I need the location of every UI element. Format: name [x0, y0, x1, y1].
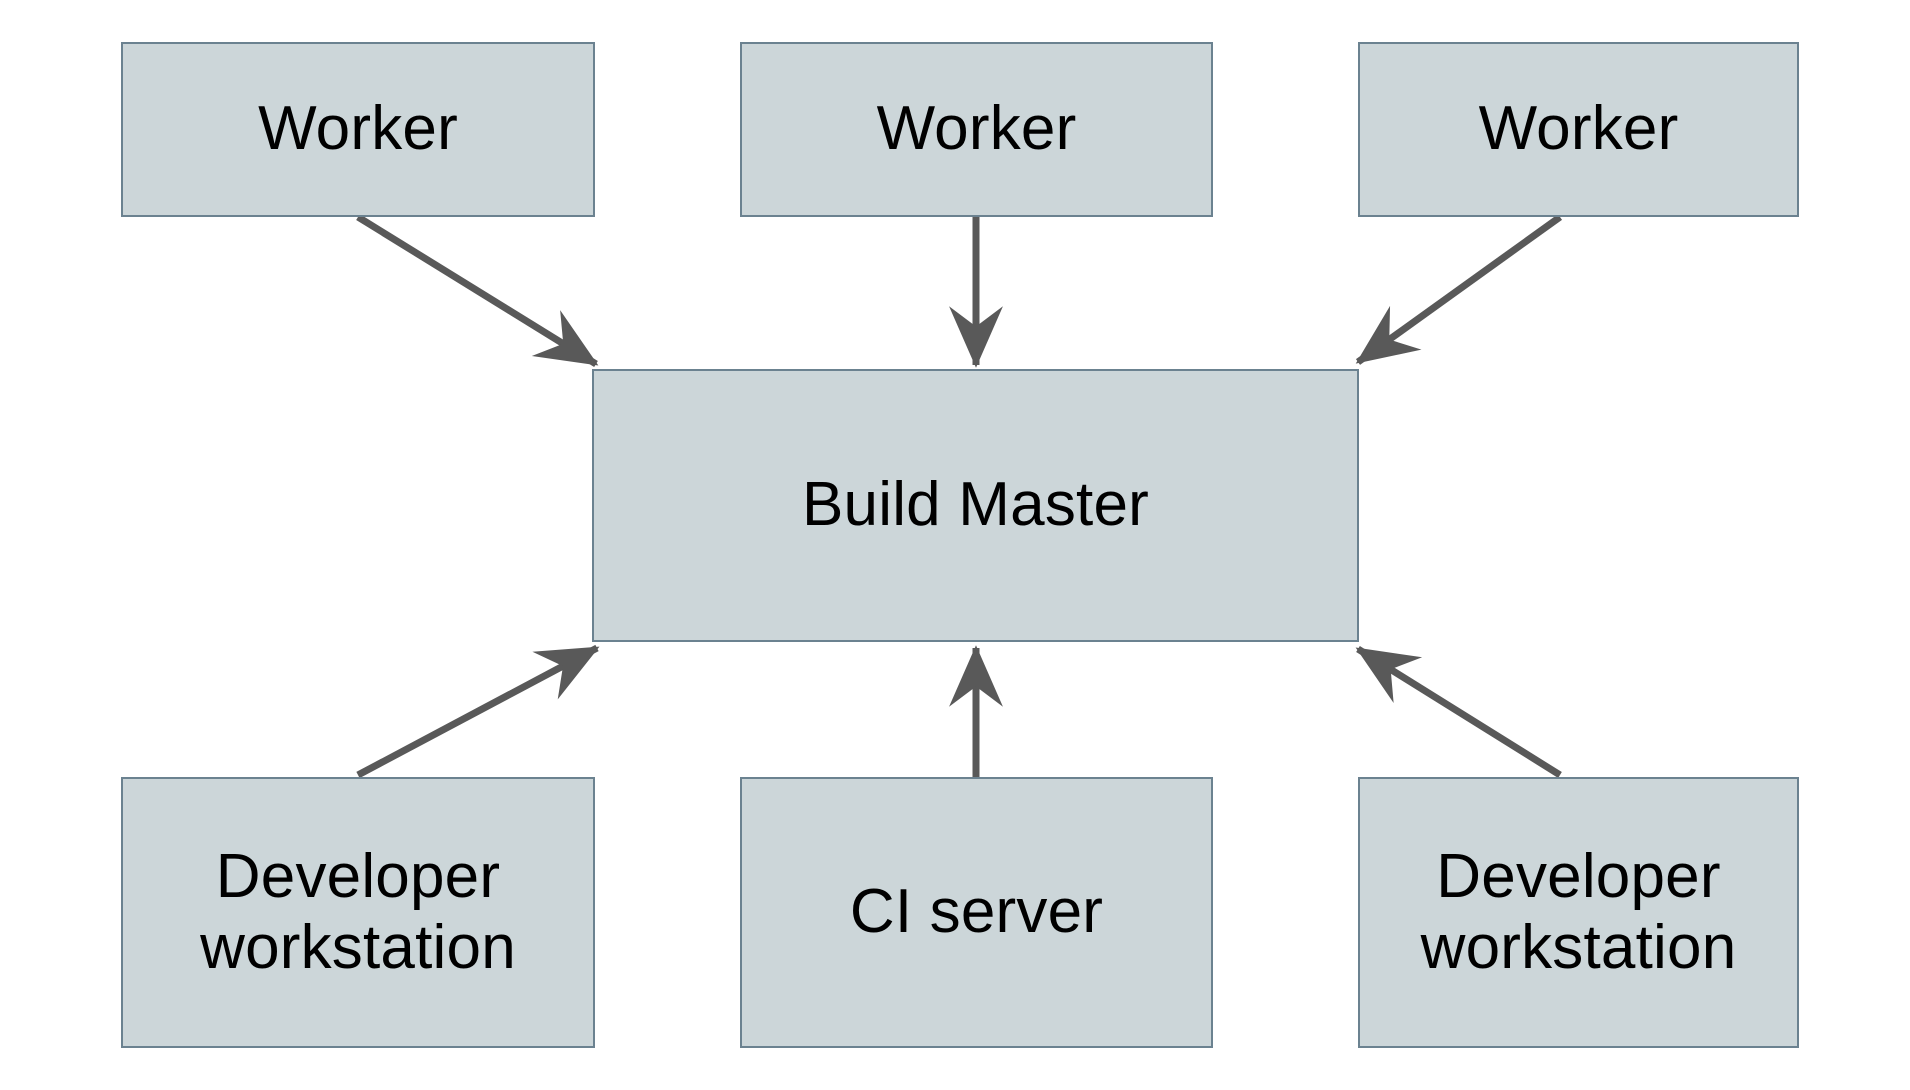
node-worker-2[interactable]: Worker — [740, 42, 1213, 217]
node-worker-1[interactable]: Worker — [121, 42, 595, 217]
node-build-master[interactable]: Build Master — [592, 369, 1359, 642]
node-label: Worker — [876, 94, 1077, 164]
node-label: Build Master — [802, 470, 1149, 540]
node-label: CI server — [849, 877, 1104, 947]
node-label: Developer workstation — [1420, 841, 1737, 982]
node-dev-workstation-2[interactable]: Developer workstation — [1358, 777, 1799, 1048]
node-label: Worker — [258, 94, 458, 164]
node-dev-workstation-1[interactable]: Developer workstation — [121, 777, 595, 1048]
node-worker-3[interactable]: Worker — [1358, 42, 1799, 217]
node-label: Developer workstation — [200, 841, 516, 982]
node-ci-server[interactable]: CI server — [740, 777, 1213, 1048]
edge-worker-1-to-build-master — [356, 214, 599, 367]
edge-dev-workstation-2-to-build-master — [1355, 646, 1562, 778]
edge-dev-workstation-1-to-build-master — [356, 644, 600, 779]
edge-worker-3-to-build-master — [1355, 214, 1563, 365]
node-label: Worker — [1478, 94, 1679, 164]
